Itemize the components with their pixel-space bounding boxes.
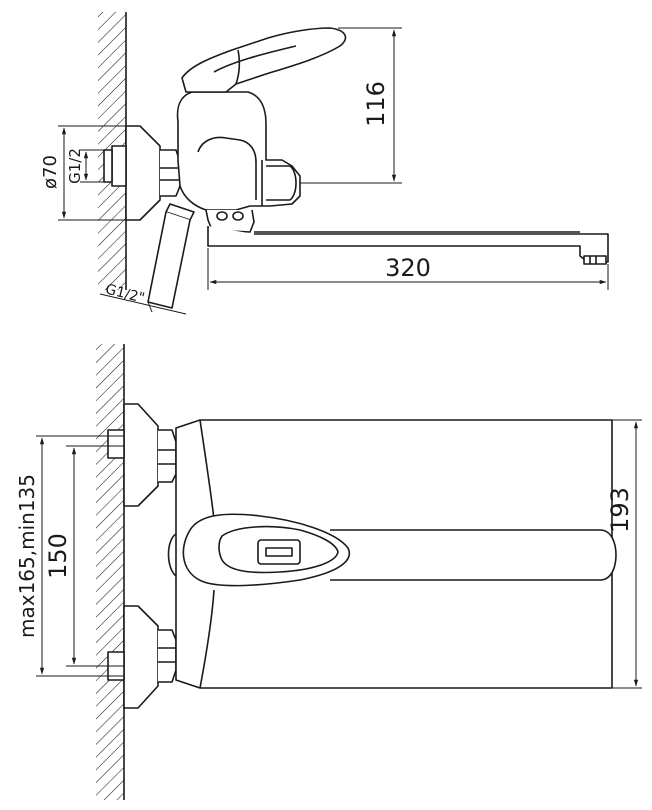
side-dimensions — [58, 27, 609, 315]
front-wall — [96, 344, 125, 800]
side-hose — [147, 203, 195, 309]
side-lever-handle — [181, 27, 347, 93]
dim-inlet-thread: G1/2 — [66, 148, 84, 184]
dim-centers-150: 150 — [44, 533, 72, 579]
front-dimensions — [36, 419, 642, 689]
dim-hose-thread: G1/2" — [104, 282, 147, 307]
dim-length-320: 320 — [385, 254, 431, 282]
front-spout — [330, 529, 617, 581]
side-view — [98, 12, 609, 309]
front-upper-eccentric — [107, 403, 177, 507]
front-view — [96, 344, 617, 800]
dim-flange-diameter: ø70 — [40, 155, 61, 189]
front-lever — [182, 513, 351, 587]
side-spout — [205, 209, 609, 265]
side-flange — [103, 125, 181, 221]
side-faucet-body — [176, 91, 301, 211]
dim-body-height-193: 193 — [606, 487, 634, 533]
dim-center-range: max165,min135 — [15, 474, 39, 638]
dim-height-116: 116 — [362, 81, 390, 127]
